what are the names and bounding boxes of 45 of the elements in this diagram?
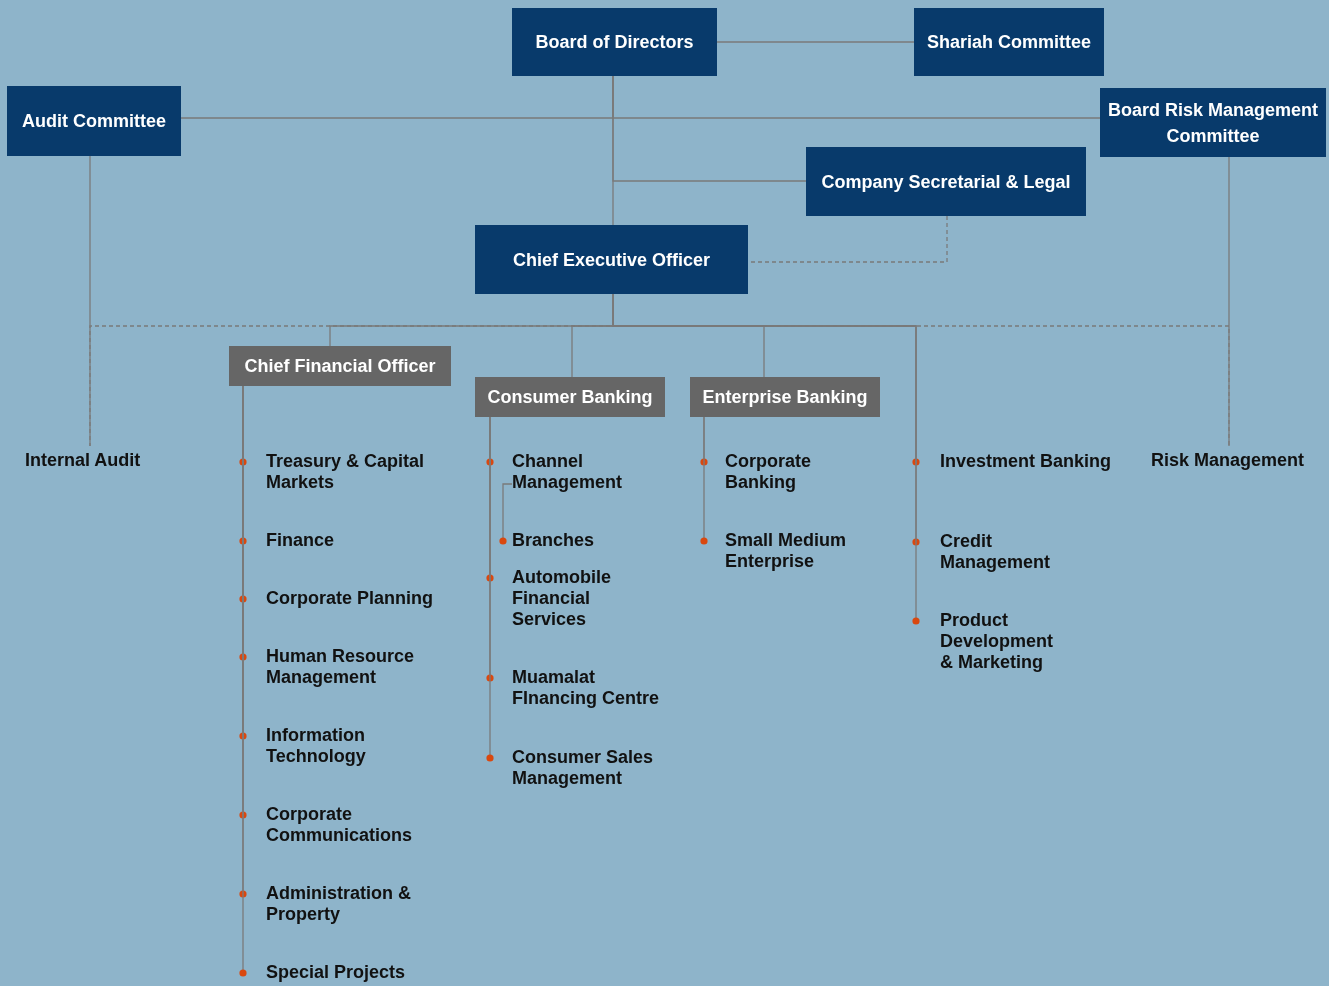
- unit-label: Human Resource Management: [266, 646, 416, 688]
- unit-label: Treasury & Capital Markets: [266, 451, 426, 493]
- box-title: Enterprise Banking: [702, 386, 868, 408]
- unit-label: Finance: [266, 530, 336, 551]
- box-title: Board Risk Management Committee: [1106, 98, 1320, 148]
- department-box: [229, 346, 451, 386]
- unit-label: Credit Management: [940, 531, 1052, 573]
- unit-label: Muamalat FInancing Centre: [512, 667, 660, 709]
- box-title: Board of Directors: [535, 31, 694, 54]
- unit-label: Corporate Banking: [725, 451, 812, 493]
- unit-label: Channel Management: [512, 451, 624, 493]
- unit-label: Corporate Communications: [266, 804, 413, 846]
- box-title: Audit Committee: [22, 110, 166, 133]
- unit-label: Special Projects: [266, 962, 407, 983]
- org-box: [806, 147, 1086, 216]
- unit-label: Product Development & Marketing: [940, 610, 1055, 673]
- department-box: [475, 377, 665, 417]
- unit-label: Administration & Property: [266, 883, 412, 925]
- department-box: [690, 377, 880, 417]
- unit-label: Risk Management: [1151, 450, 1306, 471]
- box-title: Shariah Committee: [926, 31, 1091, 54]
- unit-label: Small Medium Enterprise: [725, 530, 848, 572]
- unit-label: Investment Banking: [940, 451, 1113, 472]
- dot-connector: [499, 483, 513, 545]
- connector-line: [612, 75, 614, 226]
- org-box: [7, 86, 181, 156]
- box-title: Consumer Banking: [487, 386, 653, 408]
- connector-line: [716, 41, 915, 43]
- org-box: [512, 8, 717, 76]
- box-title: Chief Financial Officer: [244, 355, 436, 377]
- box-title: Company Secretarial & Legal: [821, 170, 1071, 194]
- unit-label: Internal Audit: [25, 450, 142, 471]
- unit-label: Information Technology: [266, 725, 367, 767]
- dot-connector: [700, 416, 708, 545]
- org-box: [914, 8, 1104, 76]
- connector-line: [1228, 156, 1230, 447]
- org-box: [1100, 88, 1326, 157]
- org-box: [475, 225, 748, 294]
- connector-line: [89, 155, 91, 447]
- unit-label: Consumer Sales Management: [512, 747, 655, 789]
- unit-label: Corporate Planning: [266, 588, 434, 609]
- unit-label: Automobile Financial Services: [512, 567, 612, 630]
- unit-label: Branches: [512, 530, 596, 551]
- box-title: Chief Executive Officer: [512, 248, 711, 272]
- dot-connector: [486, 416, 494, 762]
